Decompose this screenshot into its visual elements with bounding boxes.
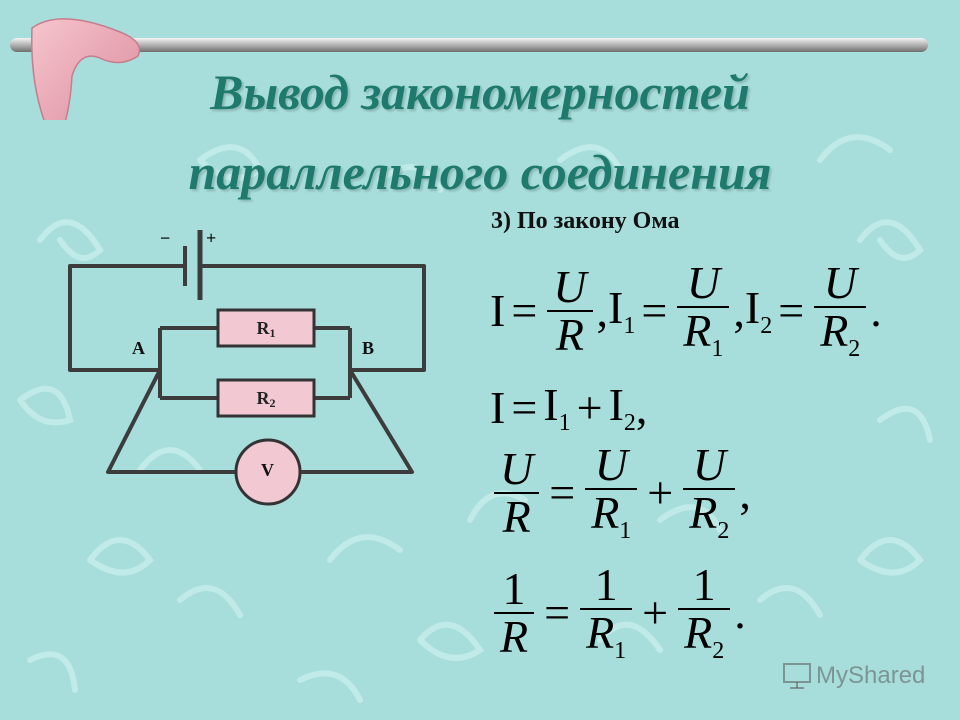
circuit-diagram: − + R1 R2 A B V bbox=[60, 220, 440, 510]
battery-minus-label: − bbox=[160, 228, 171, 248]
fraction-u-over-r2: U R2 bbox=[814, 260, 867, 361]
node-a-label: A bbox=[132, 338, 145, 358]
title-line-1: Вывод закономерностей bbox=[210, 64, 750, 120]
node-b-label: B bbox=[362, 338, 375, 358]
voltmeter-label: V bbox=[261, 460, 274, 480]
wire-voltmeter-right bbox=[300, 368, 414, 474]
resistor-r2-label: R2 bbox=[256, 388, 276, 410]
title-line-2: параллельного соединения bbox=[188, 144, 772, 200]
resistor-r1 bbox=[216, 308, 316, 348]
subtitle: 3) По закону Ома bbox=[491, 208, 680, 234]
formulas: I = U R , I1 = U R1 , I2 = U R2 . bbox=[490, 250, 950, 690]
battery-plus-label: + bbox=[206, 228, 217, 248]
watermark: MyShared bbox=[782, 660, 925, 692]
resistor-r2 bbox=[216, 378, 316, 418]
fraction-u-over-r: U R bbox=[547, 263, 593, 358]
wire-outer-right bbox=[200, 264, 426, 372]
formula-reciprocal-resistance: 1 R = 1 R1 + 1 R2 . bbox=[490, 562, 746, 663]
resistor-r1-label: R1 bbox=[256, 318, 276, 340]
header-decoration bbox=[10, 18, 928, 120]
watermark-text: MyShared bbox=[816, 662, 926, 689]
circuit-schematic bbox=[68, 230, 426, 506]
presentation-screen-icon bbox=[783, 663, 811, 689]
wire-outer-left bbox=[68, 264, 185, 372]
page-title: Вывод закономерностей параллельного соед… bbox=[60, 52, 900, 212]
formula-current-sum: I = I1 + I2 , bbox=[490, 379, 648, 436]
voltmeter bbox=[234, 438, 302, 506]
formula-voltage-fractions: U R = U R1 + U R2 , bbox=[490, 442, 751, 543]
formula-ohm-law: I = U R , I1 = U R1 , I2 = U R2 . bbox=[490, 257, 882, 362]
fraction-u-over-r1: U R1 bbox=[677, 260, 730, 361]
wire-voltmeter-left bbox=[106, 369, 236, 474]
